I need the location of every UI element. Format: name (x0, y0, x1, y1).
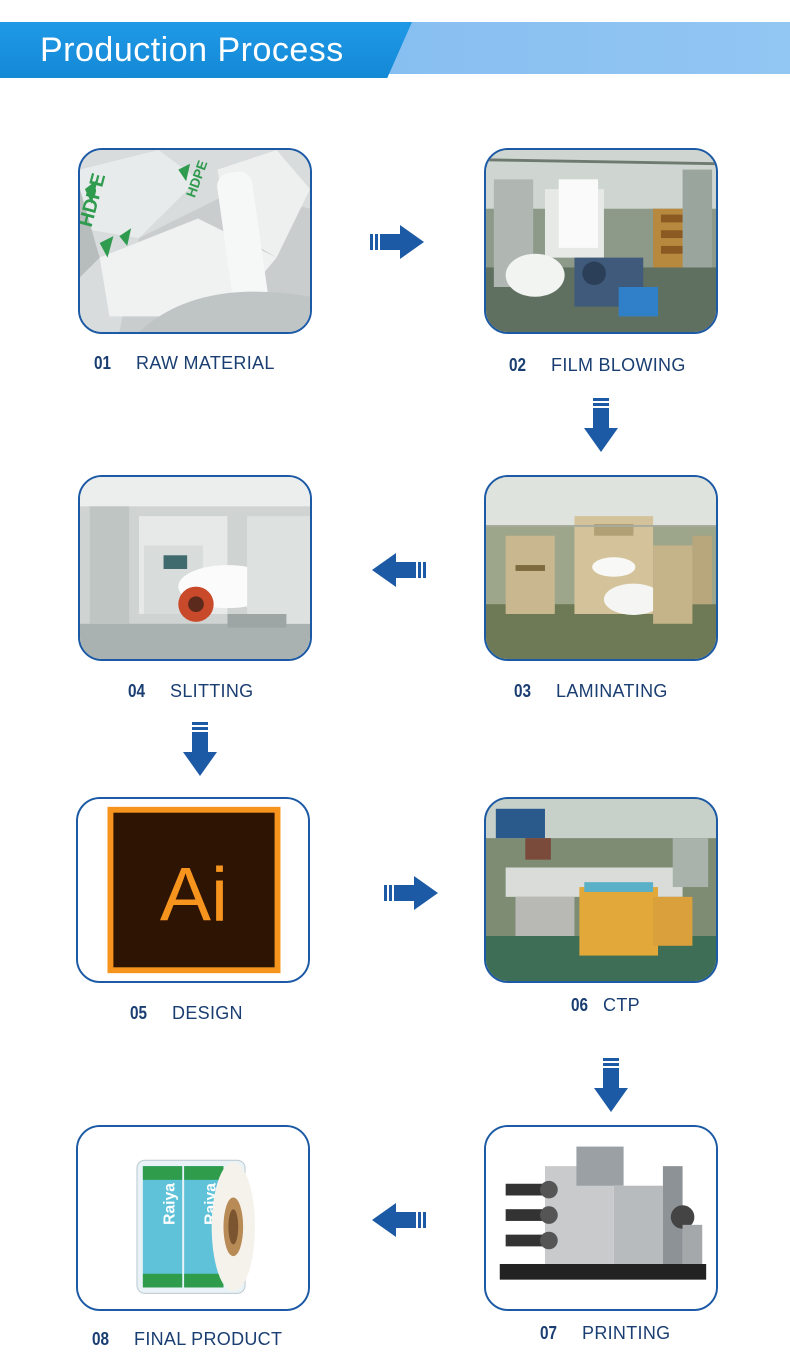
step-08-label: 08 FINAL PRODUCT (92, 1327, 282, 1351)
ctp-image (486, 799, 716, 981)
step-04-label: 04 SLITTING (128, 679, 253, 703)
step-07-photo (484, 1125, 718, 1311)
page-header: Production Process (0, 0, 790, 80)
step-01-label: 01 RAW MATERIAL (94, 351, 275, 375)
film-blowing-image (486, 150, 716, 332)
illustrator-logo-image: Ai (78, 799, 308, 981)
package-brand-1: Raiya (161, 1183, 178, 1225)
step-number: 06 (571, 995, 589, 1015)
step-number: 05 (130, 1003, 148, 1023)
final-product-image: Raiya Raiya (78, 1127, 308, 1309)
step-06-label: 06 CTP (571, 993, 640, 1017)
step-name: FINAL PRODUCT (134, 1329, 283, 1349)
step-name: PRINTING (582, 1323, 671, 1343)
step-08-photo: Raiya Raiya (76, 1125, 310, 1311)
step-number: 07 (540, 1323, 558, 1343)
printing-machine-image (486, 1127, 716, 1309)
step-name: FILM BLOWING (551, 355, 686, 375)
step-name: SLITTING (170, 681, 254, 701)
page-title: Production Process (40, 31, 344, 69)
step-05-photo: Ai (76, 797, 310, 983)
step-04-photo (78, 475, 312, 661)
step-05-label: 05 DESIGN (130, 1001, 243, 1025)
step-02-photo (484, 148, 718, 334)
raw-material-image: HDPE HDPE (80, 150, 310, 332)
laminating-image (486, 477, 716, 659)
slitting-image (80, 477, 310, 659)
ai-logo-text: Ai (160, 852, 228, 937)
step-03-label: 03 LAMINATING (514, 679, 668, 703)
step-number: 04 (128, 681, 146, 701)
step-02-label: 02 FILM BLOWING (509, 353, 686, 377)
step-name: CTP (603, 995, 640, 1015)
step-name: LAMINATING (556, 681, 668, 701)
arrow-right-icon (370, 225, 424, 259)
step-03-photo (484, 475, 718, 661)
step-06-photo (484, 797, 718, 983)
header-band-dark (0, 22, 412, 78)
step-07-label: 07 PRINTING (540, 1321, 670, 1345)
step-number: 02 (509, 355, 527, 375)
arrow-down-icon (584, 398, 618, 452)
arrow-down-icon (594, 1058, 628, 1112)
arrow-left-icon (372, 553, 426, 587)
step-number: 03 (514, 681, 532, 701)
arrow-down-icon (183, 722, 217, 776)
step-number: 01 (94, 353, 112, 373)
step-name: DESIGN (172, 1003, 243, 1023)
step-name: RAW MATERIAL (136, 353, 275, 373)
arrow-right-icon (384, 876, 438, 910)
arrow-left-icon (372, 1203, 426, 1237)
step-01-photo: HDPE HDPE (78, 148, 312, 334)
step-number: 08 (92, 1329, 110, 1349)
